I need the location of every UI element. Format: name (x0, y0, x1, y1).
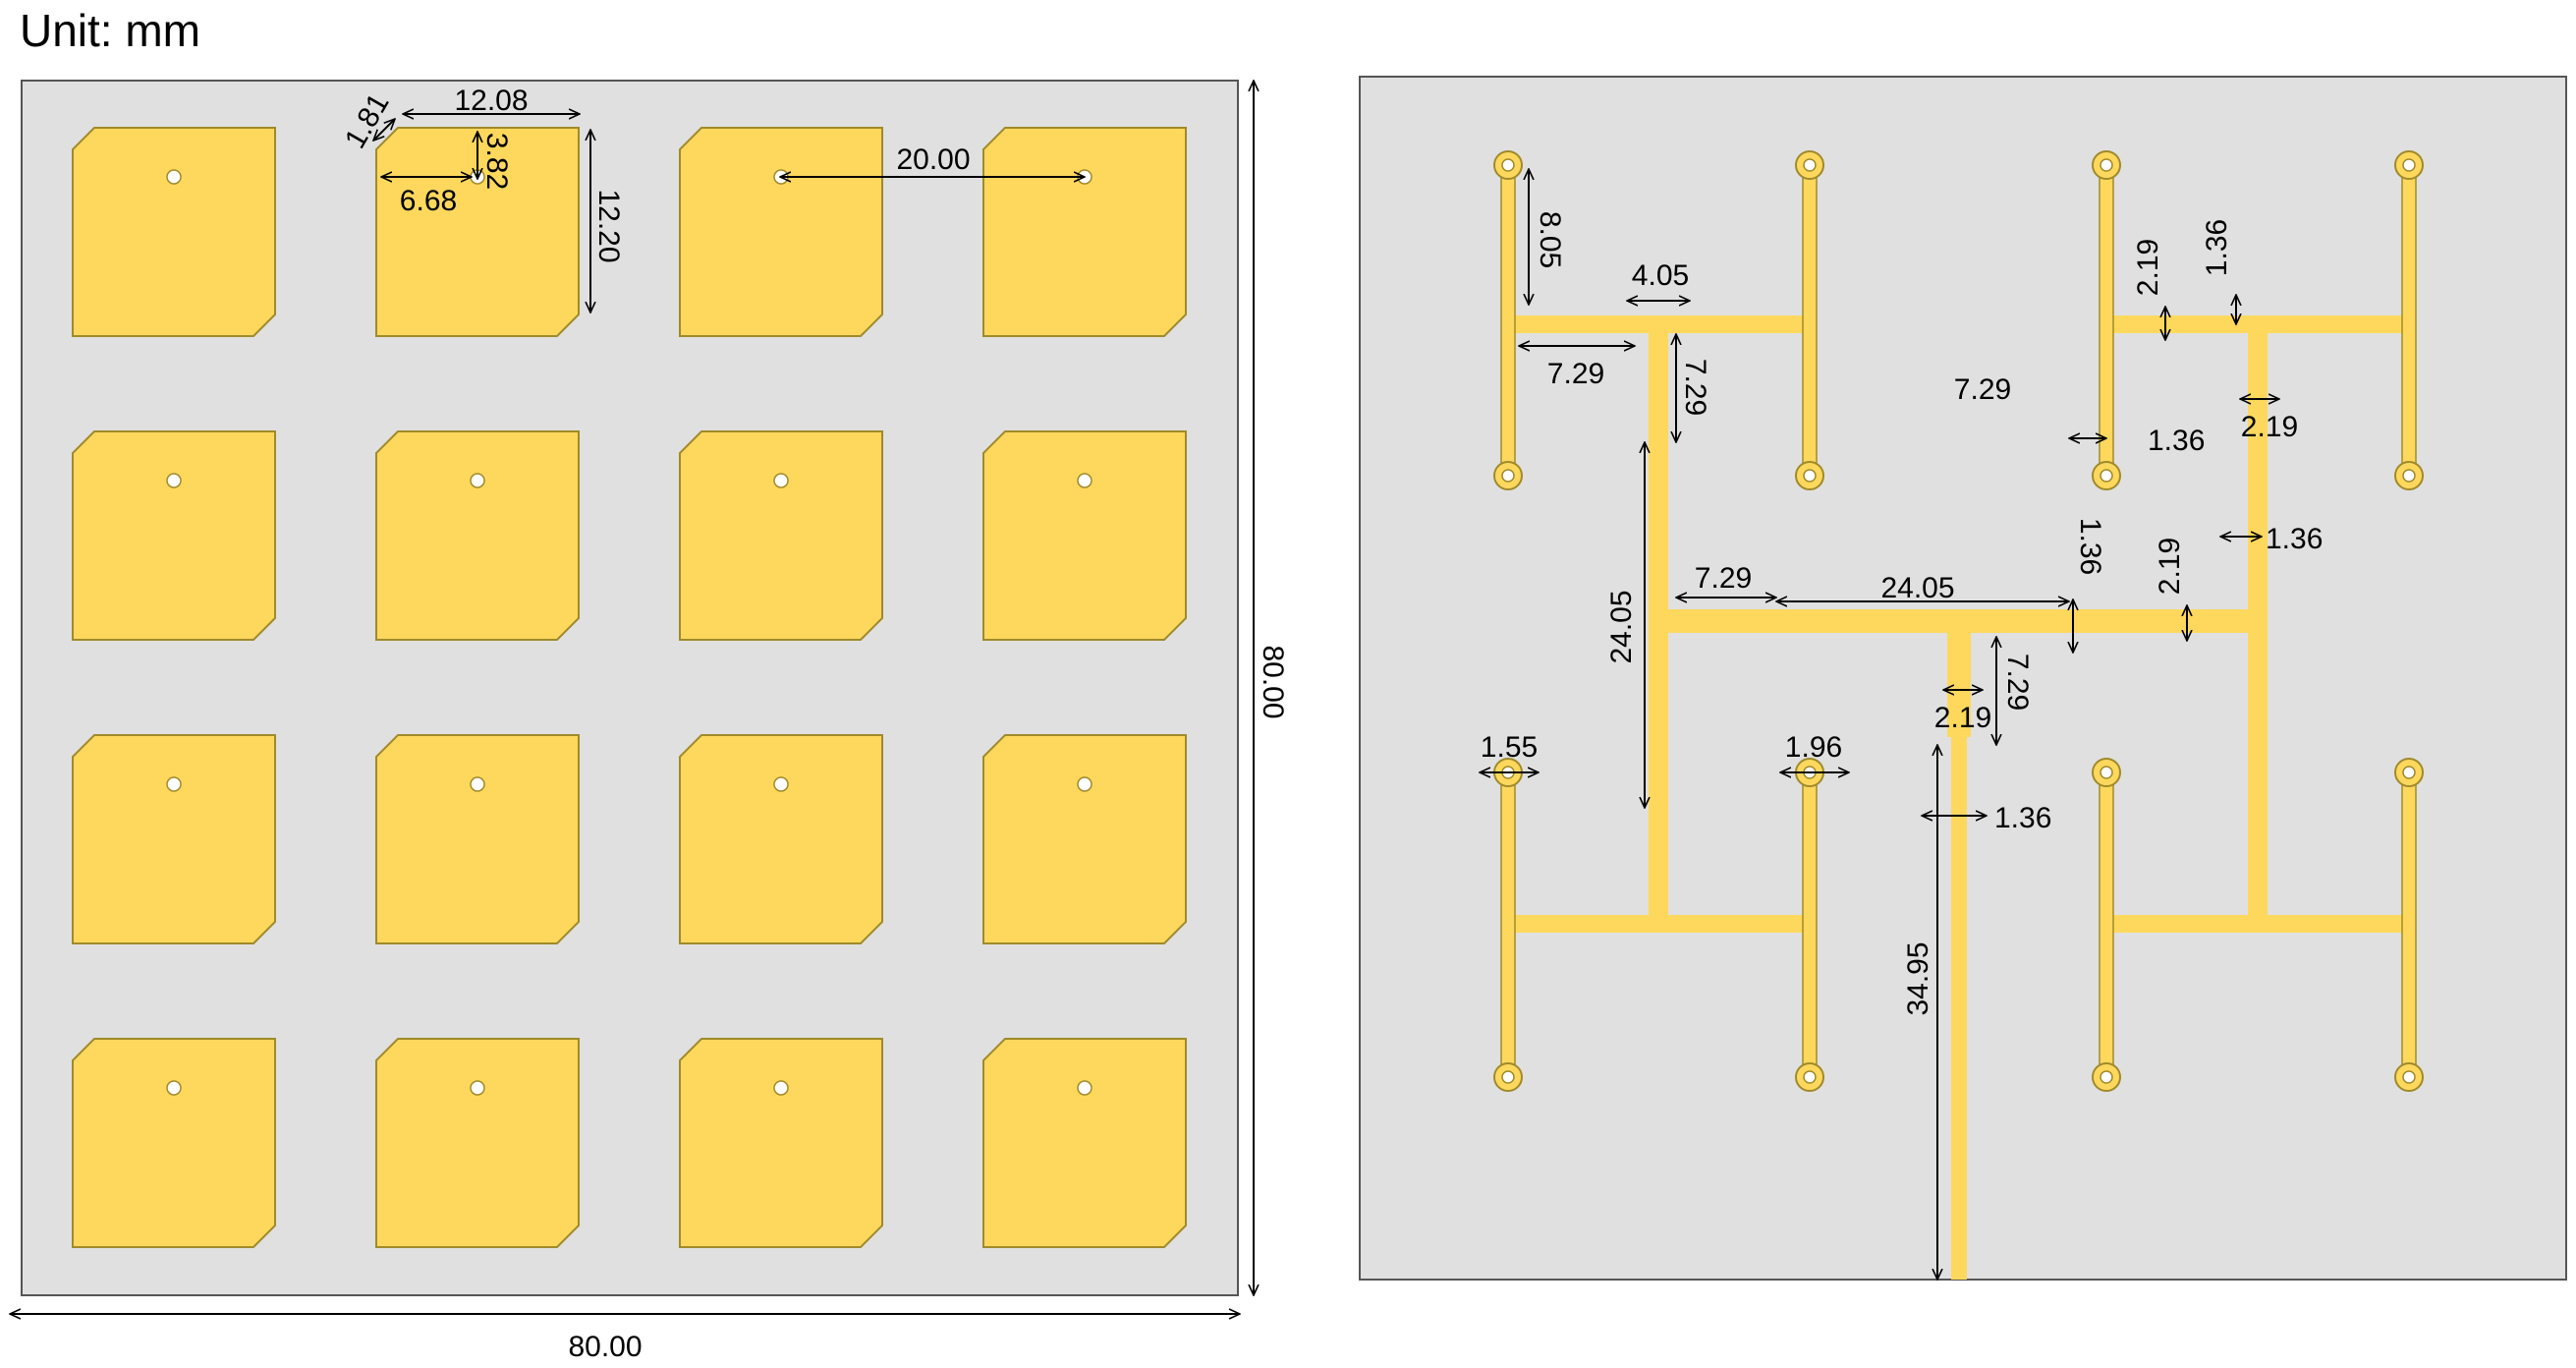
dim-pad-196: 1.96 (1785, 731, 1842, 764)
pad-via (2402, 766, 2416, 779)
pad-via (2100, 766, 2113, 779)
pad-via (1803, 469, 1817, 483)
patch-element (72, 127, 276, 337)
dim-width-219-b: 2.19 (2241, 411, 2298, 443)
pad-via (2402, 1070, 2416, 1084)
feed-transformer (1947, 629, 1971, 737)
pad-via (2402, 158, 2416, 172)
feed-via (470, 473, 485, 488)
feed-via (1077, 473, 1092, 488)
dim-branch-label: 24.05 (1880, 572, 1954, 604)
feed-via (470, 776, 485, 792)
patch-element (72, 1038, 276, 1248)
feed-via (166, 169, 182, 185)
feed-junction (2248, 609, 2268, 924)
patch-element (679, 734, 883, 944)
feed-via (773, 473, 789, 488)
dim-top-segment: 4.05 (1632, 259, 1689, 292)
feed-via (773, 776, 789, 792)
pad-via (2100, 1070, 2113, 1084)
patch-element (72, 734, 276, 944)
dim-stub-length: 8.05 (1534, 211, 1566, 268)
dim-feed-width-136: 1.36 (1994, 802, 2051, 834)
feed-junction (2248, 324, 2268, 609)
pad-via (2100, 158, 2113, 172)
dim-vertical-left: 7.29 (1679, 359, 1711, 416)
feed-via (470, 1080, 485, 1096)
dim-width-219-a: 2.19 (2132, 239, 2164, 296)
dim-center-label: 7.29 (1954, 373, 2011, 406)
dim-width-136-d: 1.36 (2074, 518, 2106, 575)
feed-via (166, 776, 182, 792)
dim-width-136-a: 1.36 (2201, 219, 2233, 276)
feed-via (1077, 1080, 1092, 1096)
patch-array-board (21, 80, 1239, 1296)
pad-via (2100, 469, 2113, 483)
patch-element (72, 430, 276, 641)
dim-mid-left: 7.29 (1695, 562, 1752, 595)
feed-via (166, 1080, 182, 1096)
feed-via (1077, 776, 1092, 792)
patch-element (679, 1038, 883, 1248)
dim-board-height: 80.00 (1257, 645, 1289, 718)
dim-mid-trunk: 24.05 (1605, 590, 1638, 663)
pad-via (2402, 469, 2416, 483)
patch-element (982, 430, 1187, 641)
feed-line (1951, 737, 1967, 1280)
patch-element (679, 127, 883, 337)
patch-element (982, 734, 1187, 944)
feed-via (773, 1080, 789, 1096)
dim-patch-height: 12.20 (592, 189, 625, 262)
dim-feed-offset-x: 6.68 (400, 185, 457, 217)
feed-junction (1649, 324, 1668, 609)
dim-patch-width: 12.08 (454, 85, 528, 117)
feed-junction (1649, 609, 1668, 924)
dim-line-corner-cut (373, 119, 395, 141)
pad-via (1501, 469, 1515, 483)
pad-via (1803, 1070, 1817, 1084)
dim-pad-155: 1.55 (1481, 731, 1538, 764)
feed-via (166, 473, 182, 488)
dimension-lines (10, 81, 2279, 1314)
dim-width-136-c: 1.36 (2266, 523, 2323, 555)
pad-via (1803, 158, 1817, 172)
feed-network-board (1359, 76, 2567, 1281)
patch-element (679, 430, 883, 641)
patch-element (982, 1038, 1187, 1248)
patch-element (375, 1038, 580, 1248)
dim-feed-offset-y: 3.82 (480, 133, 513, 190)
dim-element-spacing: 20.00 (896, 143, 970, 176)
patch-element (982, 127, 1187, 337)
dim-left-arm: 7.29 (1547, 358, 1604, 390)
dim-width-136-b: 1.36 (2148, 425, 2205, 457)
dim-feed-width-219: 2.19 (1934, 702, 1991, 734)
unit-label: Unit: mm (20, 5, 200, 56)
patch-element (375, 734, 580, 944)
dim-board-width: 80.00 (568, 1331, 642, 1363)
pad-via (1501, 1070, 1515, 1084)
dim-width-219-c: 2.19 (2154, 538, 2186, 595)
feed-pads (1493, 150, 2424, 1092)
dimension-labels: 1.81 12.08 3.82 6.68 12.20 20.00 80.00 8… (339, 85, 2324, 1363)
dim-feed-length-729: 7.29 (2001, 654, 2034, 711)
dim-feed-line-length: 34.95 (1902, 941, 1934, 1015)
patch-element (375, 430, 580, 641)
pad-via (1501, 158, 1515, 172)
